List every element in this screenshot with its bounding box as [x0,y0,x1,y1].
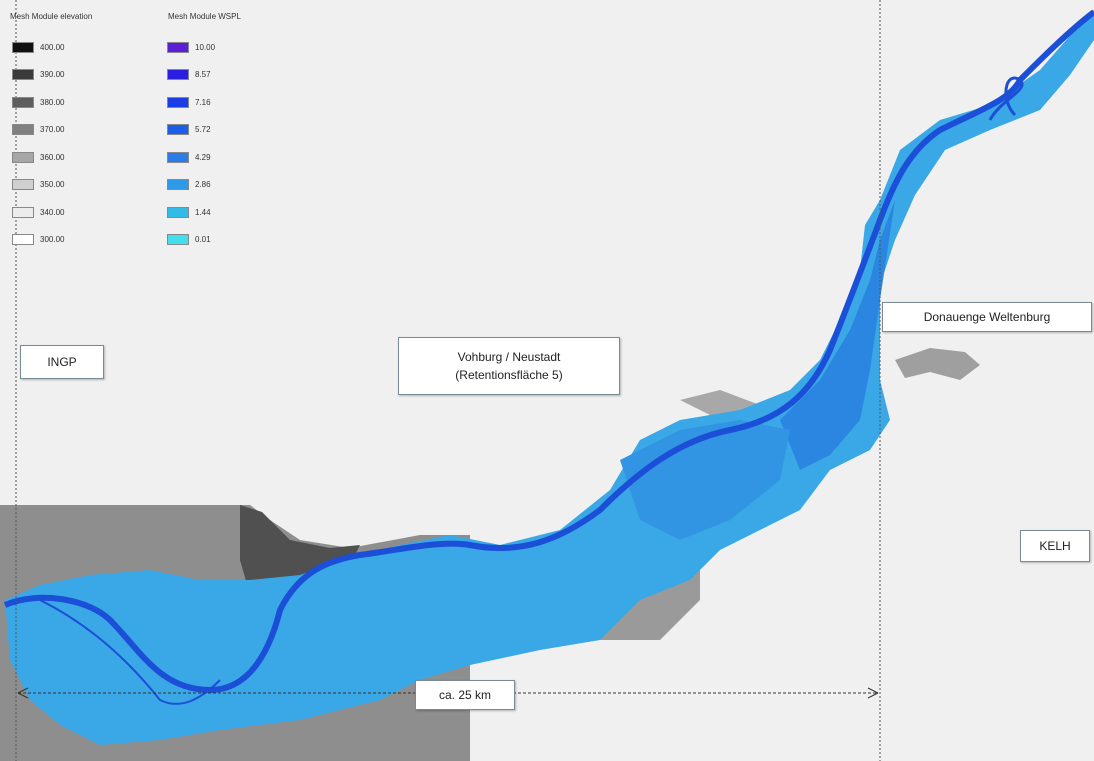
legend-elevation-row: 380.00 [12,95,64,109]
legend-wspl-row: 0.01 [167,233,211,247]
legend-elevation-row: 390.00 [12,68,64,82]
legend-elevation-swatch [12,41,34,53]
legend-wspl-label: 10.00 [195,42,216,52]
label-kelh-text: KELH [1039,539,1071,553]
label-vohburg: Vohburg / Neustadt (Retentionsfläche 5) [398,337,620,395]
terrain-east-patch [895,348,980,380]
legend-elevation-swatch [12,179,34,190]
legend-elevation-row: 350.00 [12,178,64,192]
legend-wspl-swatch [167,41,189,53]
legend-elevation-row: 400.00 [12,40,64,54]
legend-wspl-row: 8.57 [167,68,211,82]
legend-elevation-label: 350.00 [40,180,65,189]
legend-wspl-swatch [167,151,189,163]
legend-elevation-label: 400.00 [40,42,65,52]
legend-elevation-row: 300.00 [12,233,64,247]
river-side-channel [39,599,221,705]
legend-wspl-row: 10.00 [167,40,215,54]
legend-elevation-label: 390.00 [40,70,65,79]
legend-elevation-swatch [12,206,34,218]
label-ingp-text: INGP [47,355,77,369]
flood-deep-zone [780,200,895,470]
legend-elevation-swatch [12,69,34,80]
legend-wspl-row: 1.44 [167,205,211,219]
legend-elevation-label: 360.00 [40,152,65,162]
legend-elevation-swatch [12,96,34,108]
legend-wspl-row: 7.16 [167,95,211,109]
label-ingp: INGP [20,345,104,379]
label-donauenge-text: Donauenge Weltenburg [923,310,1051,324]
legend-elevation-title: Mesh Module elevation [10,12,93,21]
label-vohburg-line1: Vohburg / Neustadt [457,350,561,364]
legend-elevation-label: 340.00 [40,207,65,217]
legend-wspl-row: 5.72 [167,123,211,137]
legend-elevation-label: 380.00 [40,97,65,107]
legend-wspl-swatch [167,234,189,245]
legend-wspl-swatch [167,96,189,108]
label-donauenge: Donauenge Weltenburg [882,302,1092,332]
scale-arrow-left [17,687,29,699]
legend-wspl-swatch [167,179,189,190]
legend-elevation-swatch [12,234,34,245]
legend-wspl-label: 4.29 [195,152,211,162]
label-scale-text: ca. 25 km [438,688,492,702]
legend-elevation-row: 360.00 [12,150,64,164]
legend-wspl-label: 7.16 [195,97,211,107]
legend-wspl-label: 8.57 [195,70,211,79]
flood-middle-zone [620,420,790,540]
legend-wspl-label: 5.72 [195,125,211,134]
river-meander-upper [988,76,1024,121]
legend-wspl-row: 4.29 [167,150,211,164]
legend-elevation-swatch [12,124,34,135]
label-kelh: KELH [1020,530,1090,562]
legend-elevation-label: 300.00 [40,235,65,244]
legend-elevation-label: 370.00 [40,125,65,134]
legend-wspl-label: 2.86 [195,180,211,189]
label-vohburg-line2: (Retentionsfläche 5) [455,368,563,382]
legend-wspl-label: 1.44 [195,207,211,217]
legend-elevation-swatch [12,151,34,163]
legend-wspl-swatch [167,69,189,80]
legend-wspl-swatch [167,206,189,218]
legend-wspl-swatch [167,124,189,135]
legend-elevation-row: 370.00 [12,123,64,137]
legend-elevation-row: 340.00 [12,205,64,219]
legend-wspl-label: 0.01 [195,235,211,244]
legend-wspl-title: Mesh Module WSPL [168,12,241,21]
flood-extent [5,10,1094,745]
label-scale: ca. 25 km [415,680,515,710]
legend-wspl-row: 2.86 [167,178,211,192]
scale-arrow-right [867,687,879,699]
